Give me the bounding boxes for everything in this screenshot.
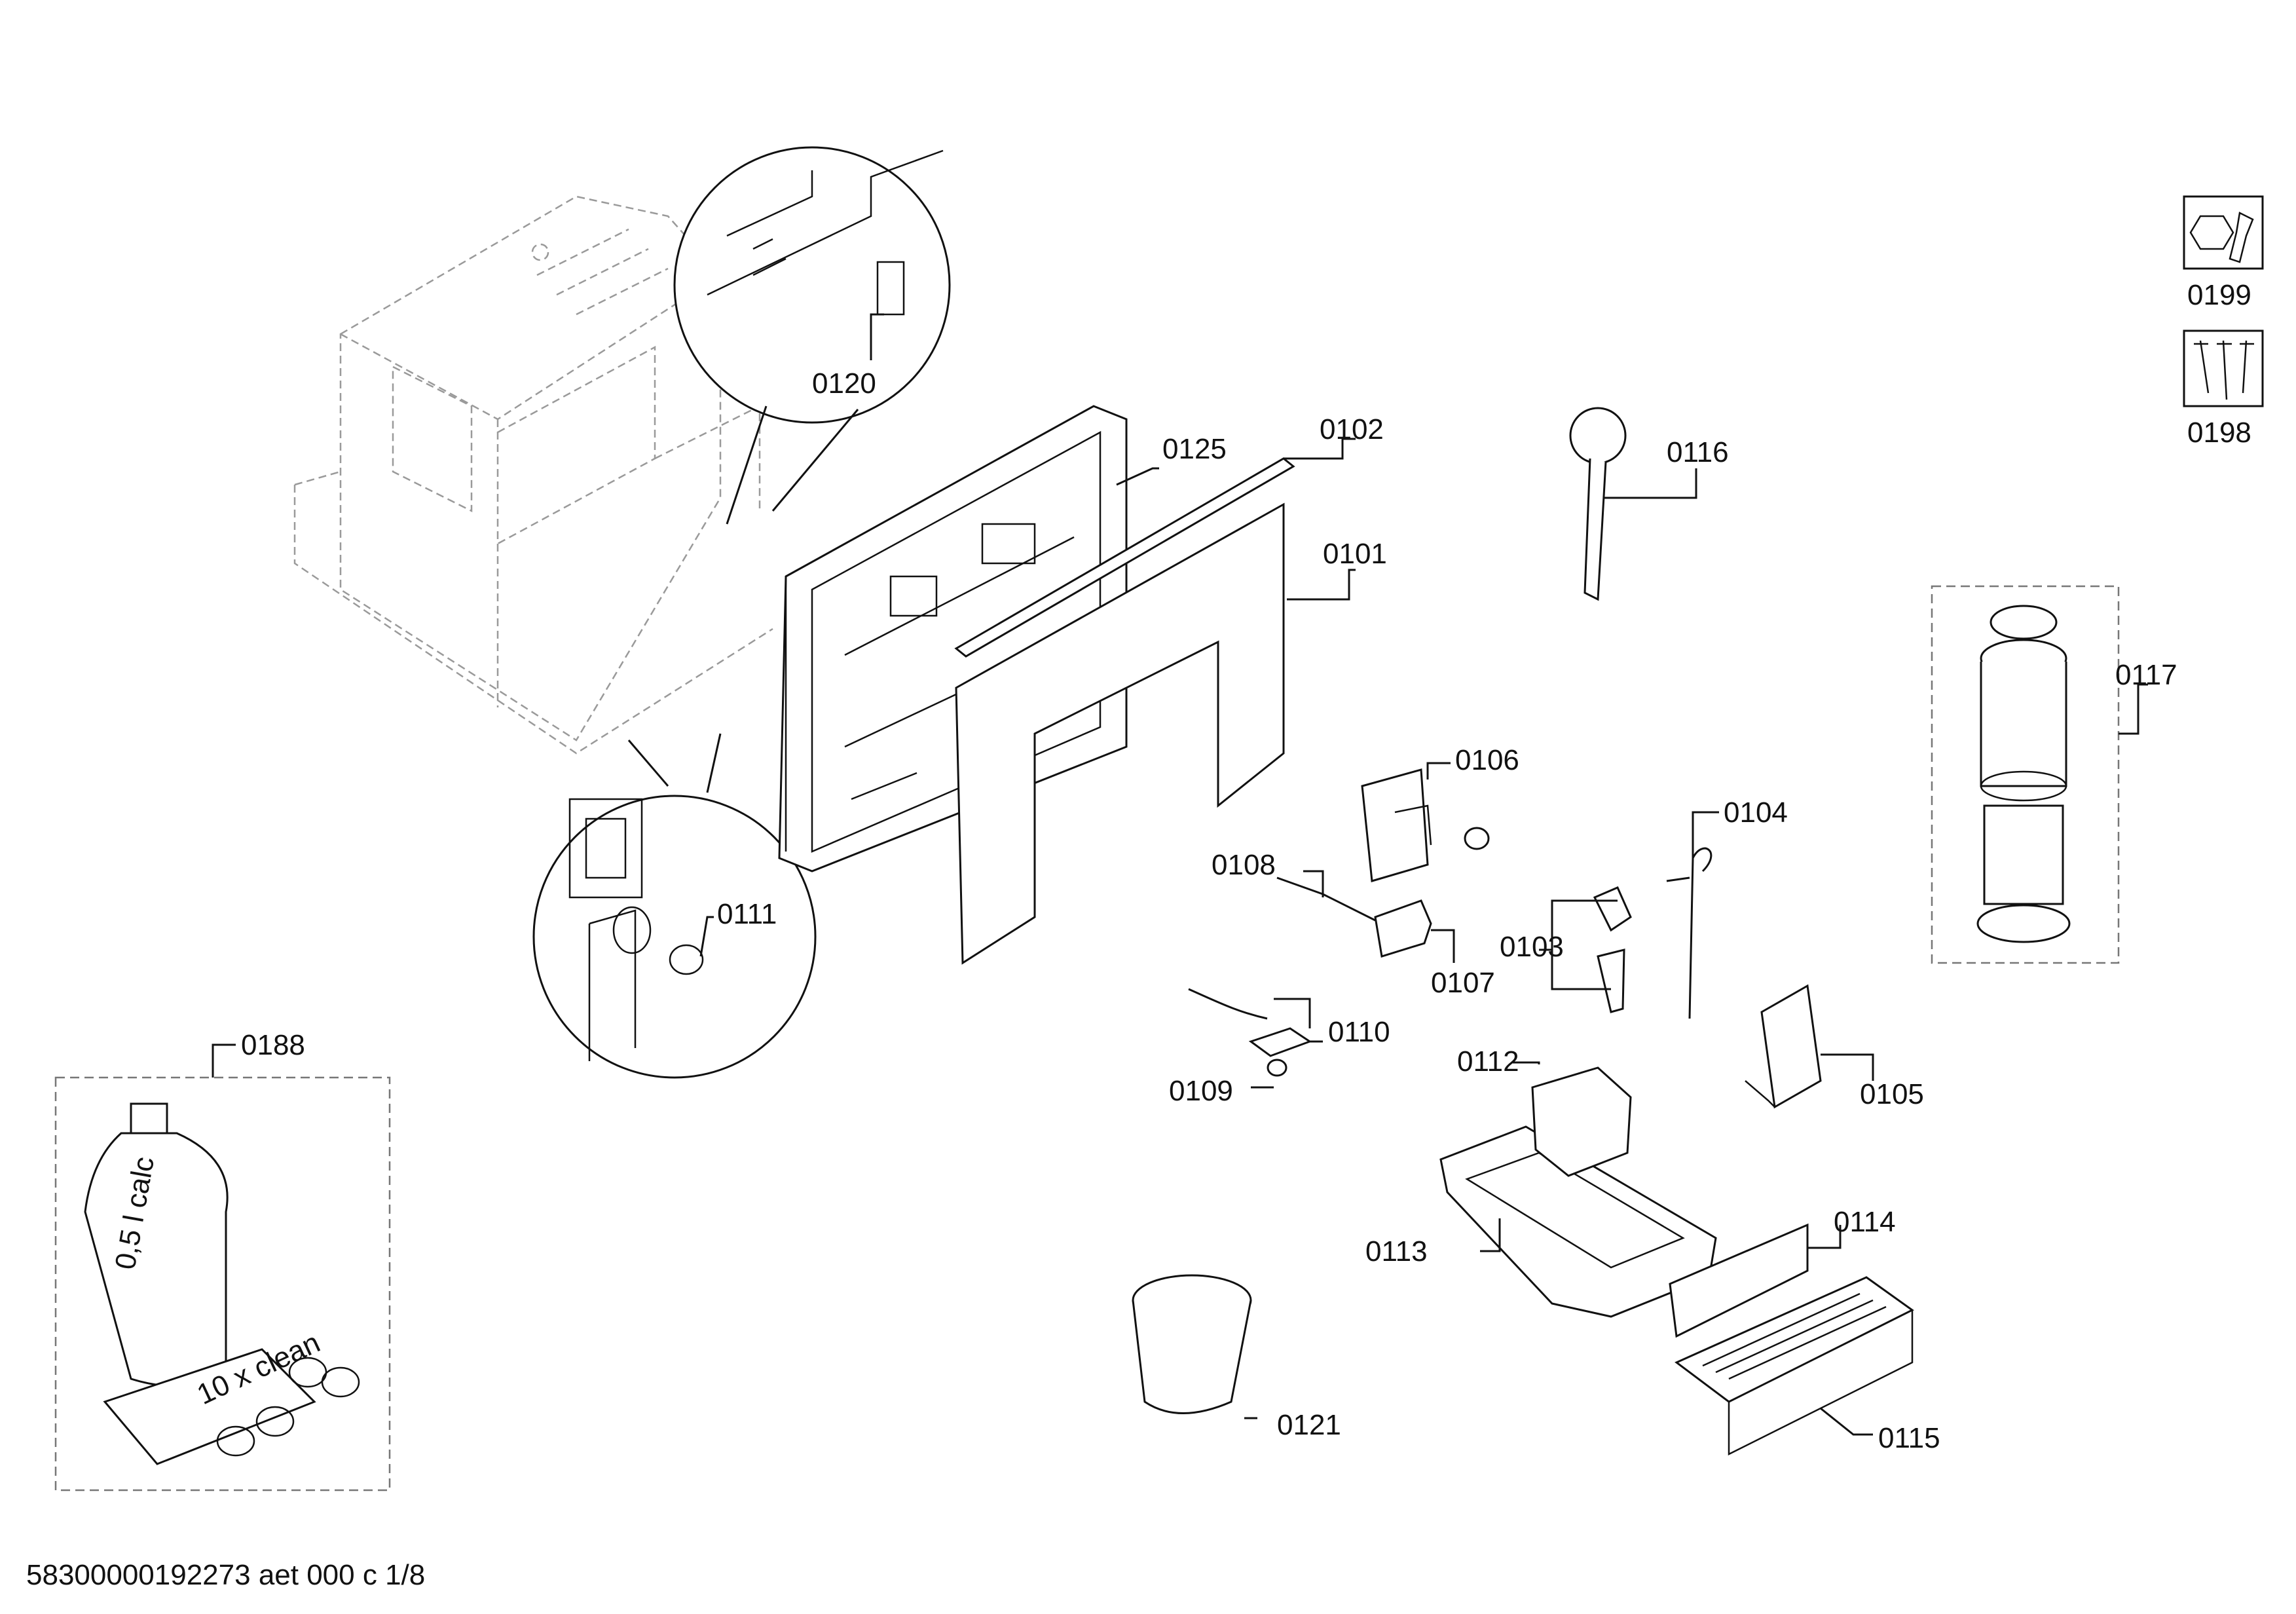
label-0110: 0110 [1328,1016,1390,1048]
part-0101-panel [955,502,1285,965]
part-0112-bin [1531,1066,1632,1177]
part-0105-plate [1745,984,1822,1109]
label-0105: 0105 [1860,1078,1924,1110]
label-0109: 0109 [1169,1075,1233,1107]
part-0110-sensor [1188,988,1312,1077]
part-0107-connector [1276,876,1432,958]
label-0125: 0125 [1162,433,1227,465]
part-0116-brush [1569,407,1627,601]
label-0115: 0115 [1878,1422,1940,1454]
label-0113: 0113 [1365,1235,1428,1267]
label-0107: 0107 [1431,967,1495,999]
part-0103-valve [1593,886,1632,1013]
label-0198: 0198 [2187,417,2251,449]
label-0117: 0117 [2115,659,2177,691]
label-0106: 0106 [1455,744,1519,776]
label-0112: 0112 [1457,1045,1519,1078]
part-0121-cup [1132,1274,1252,1414]
screws-icon [2183,329,2264,407]
label-0120: 0120 [812,367,876,400]
label-0116: 0116 [1667,436,1729,468]
part-0125-frame [778,405,1128,873]
part-labels: 0125 0102 0101 0116 0117 0106 0108 0107 … [241,279,2251,1454]
label-0101: 0101 [1323,538,1387,570]
label-0199: 0199 [2187,279,2251,311]
label-0103: 0103 [1500,931,1564,963]
part-0188-kit: 0,5 l calc 10 x clean [54,1076,391,1492]
label-0121: 0121 [1277,1409,1341,1441]
document-reference: 58300000192273 aet 000 c 1/8 [26,1559,426,1591]
label-0108: 0108 [1212,849,1276,881]
leader-lines [212,313,2148,1436]
label-0104: 0104 [1724,797,1788,829]
label-0102: 0102 [1320,413,1384,445]
detail-circle-0120 [673,146,951,525]
part-0106-module [1361,768,1490,882]
wrench-nut-icon [2183,195,2264,270]
appliance-housing-ghost [293,195,773,755]
detail-circle-0111 [532,733,817,1079]
part-0114-strip [1669,1223,1809,1338]
label-0111: 0111 [717,898,777,930]
part-0104-rod [1666,847,1713,1019]
label-0188: 0188 [241,1029,305,1061]
part-0102-strip [954,457,1295,658]
label-0114: 0114 [1834,1206,1896,1238]
part-0117-container [1931,585,2120,964]
